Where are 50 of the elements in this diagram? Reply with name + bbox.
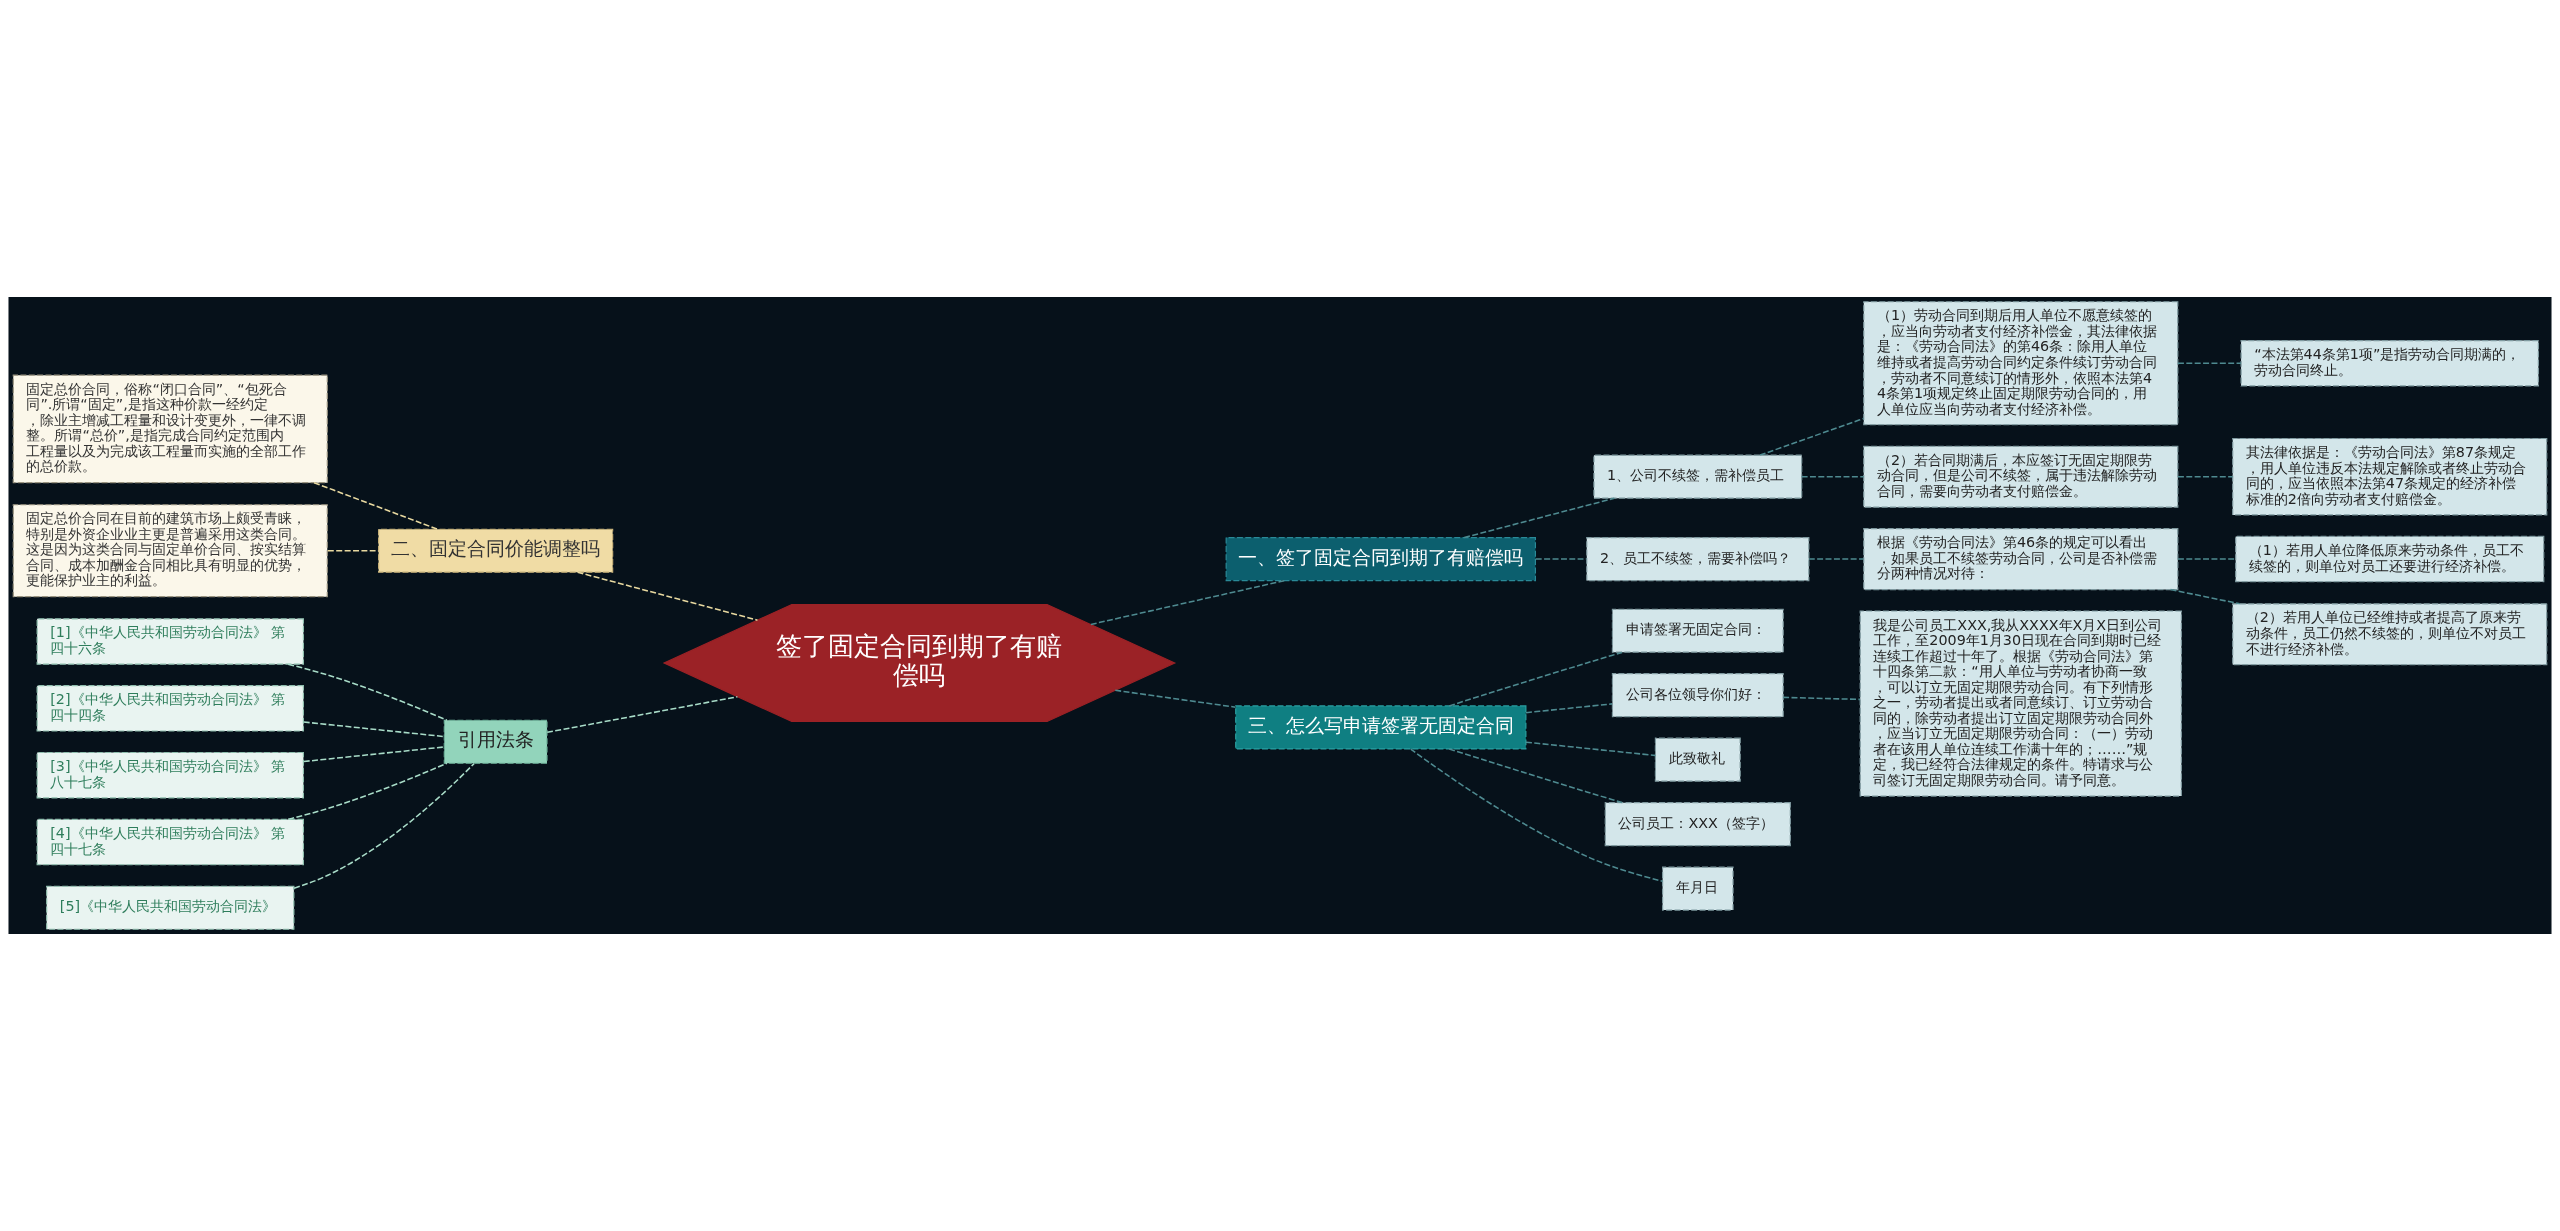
connector — [1525, 703, 1613, 714]
connector — [313, 481, 438, 530]
node-box: 根据《劳动合同法》第46条的规定可以看出，如果员工不续签劳动合同，公司是否补偿需分两种情况对待： — [1863, 528, 2179, 591]
connector — [1525, 741, 1657, 757]
connector — [287, 663, 448, 722]
connector — [1759, 417, 1865, 456]
node-box: 我是公司员工XXX,我从XXXX年X月X日到公司工作，至2009年1月30日现在合同到期时已经连续工作超过十年了。根据《劳动合同法》第十四条第二款：“用人单位与劳动者协商一致，可以订立无固定期限劳动合同。有下列情形之一，劳动者提出或者同意续订、订立劳动合同的，除劳动者提出订立固定期限劳动合同外，应当订立无固定期限劳动合同：（一）劳动者在该用人单位连续工作满十年的；……”规定，我已经符合法律规定的条件。特请求与公司签订无固定期限劳动合同。请予同意。 — [1859, 610, 2182, 797]
connector — [303, 746, 445, 763]
node-box: [2]《中华人民共和国劳动合同法》 第四十四条 — [36, 685, 304, 732]
connector — [293, 762, 475, 889]
connector — [1463, 497, 1616, 539]
connector — [2177, 558, 2237, 560]
node-box: 此致敬礼 — [1654, 737, 1741, 782]
node-box: 固定总价合同在目前的建筑市场上颇受青睐，特别是外资企业业主更是普遍采用这类合同。这是因为这类合同与固定单价合同、按实结算合同、成本加酬金合同相比具有明显的优势，更能保护业主的利益。 — [12, 504, 328, 598]
node-box: （2）若合同期满后，本应签订无固定期限劳动合同，但是公司不续签，属于违法解除劳动合同，需要向劳动者支付赔偿金。 — [1863, 445, 2179, 508]
connector — [2177, 475, 2234, 478]
connector — [1448, 748, 1623, 804]
node-box: （1）若用人单位降低原来劳动条件，员工不续签的，则单位对员工还要进行经济补偿。 — [2235, 535, 2545, 583]
node-box: 公司员工：XXX（签字） — [1604, 802, 1791, 847]
node-box: 二、固定合同价能调整吗 — [378, 528, 614, 573]
node-box: 1、公司不续签，需补偿员工 — [1593, 454, 1803, 499]
node-box: （2）若用人单位已经维持或者提高了原来劳动条件，员工仍然不续签的，则单位不对员工不进行经济补偿。 — [2232, 603, 2548, 666]
connector — [2169, 588, 2241, 605]
connector — [303, 721, 445, 738]
node-box: [1]《中华人民共和国劳动合同法》 第四十六条 — [36, 618, 304, 665]
node-box: （1）劳动合同到期后用人单位不愿意续签的，应当向劳动者支付经济补偿金，其法律依据是：《劳动合同法》的第46条：除用人单位维持或者提高劳动合同约定条件续订劳动合同，劳动者不同意续订的情形外，依照本法第44条第1项规定终止固定期限劳动合同的，用人单位应当向劳动者支付经济补偿。 — [1863, 301, 2179, 426]
node-box: 三、怎么写申请签署无固定合同 — [1235, 705, 1527, 750]
connector — [1448, 651, 1623, 707]
node-box: 引用法条 — [443, 719, 548, 764]
node-box: [5]《中华人民共和国劳动合同法》 — [46, 885, 295, 930]
node-box: 一、签了固定合同到期了有赔偿吗 — [1225, 537, 1536, 582]
node-box: 2、员工不续签，需要补偿吗？ — [1586, 537, 1810, 582]
node-box: 固定总价合同，俗称“闭口合同”、“包死合同”.所谓“固定”,是指这种价款一经约定，除业主增减工程量和设计变更外，一律不调整。所谓“总价”,是指完成合同约定范围内工程量以及为完成该工程量而实施的全部工作的总价款。 — [12, 374, 328, 484]
node-box: 其法律依据是：《劳动合同法》第87条规定，用人单位违反本法规定解除或者终止劳动合同的，应当依照本法第47条规定的经济补偿标准的2倍向劳动者支付赔偿金。 — [2232, 437, 2548, 516]
connector — [2177, 362, 2242, 365]
node-box: 公司各位领导你们好： — [1611, 673, 1784, 718]
connector — [287, 762, 448, 821]
node-box: “本法第44条第1项”是指劳动合同期满的，劳动合同终止。 — [2240, 340, 2539, 387]
connector — [576, 571, 759, 621]
connector — [1409, 748, 1664, 882]
node-box: 申请签署无固定合同： — [1611, 608, 1784, 653]
connector — [1090, 579, 1286, 626]
connector — [1808, 558, 1865, 560]
connector — [1114, 689, 1237, 708]
connector — [1782, 696, 1861, 701]
node-box: [3]《中华人民共和国劳动合同法》 第八十七条 — [36, 751, 304, 799]
node-box: [4]《中华人民共和国劳动合同法》 第四十七条 — [36, 818, 304, 866]
connector — [1801, 475, 1865, 478]
node-box: 年月日 — [1662, 866, 1734, 911]
connector — [546, 696, 739, 734]
